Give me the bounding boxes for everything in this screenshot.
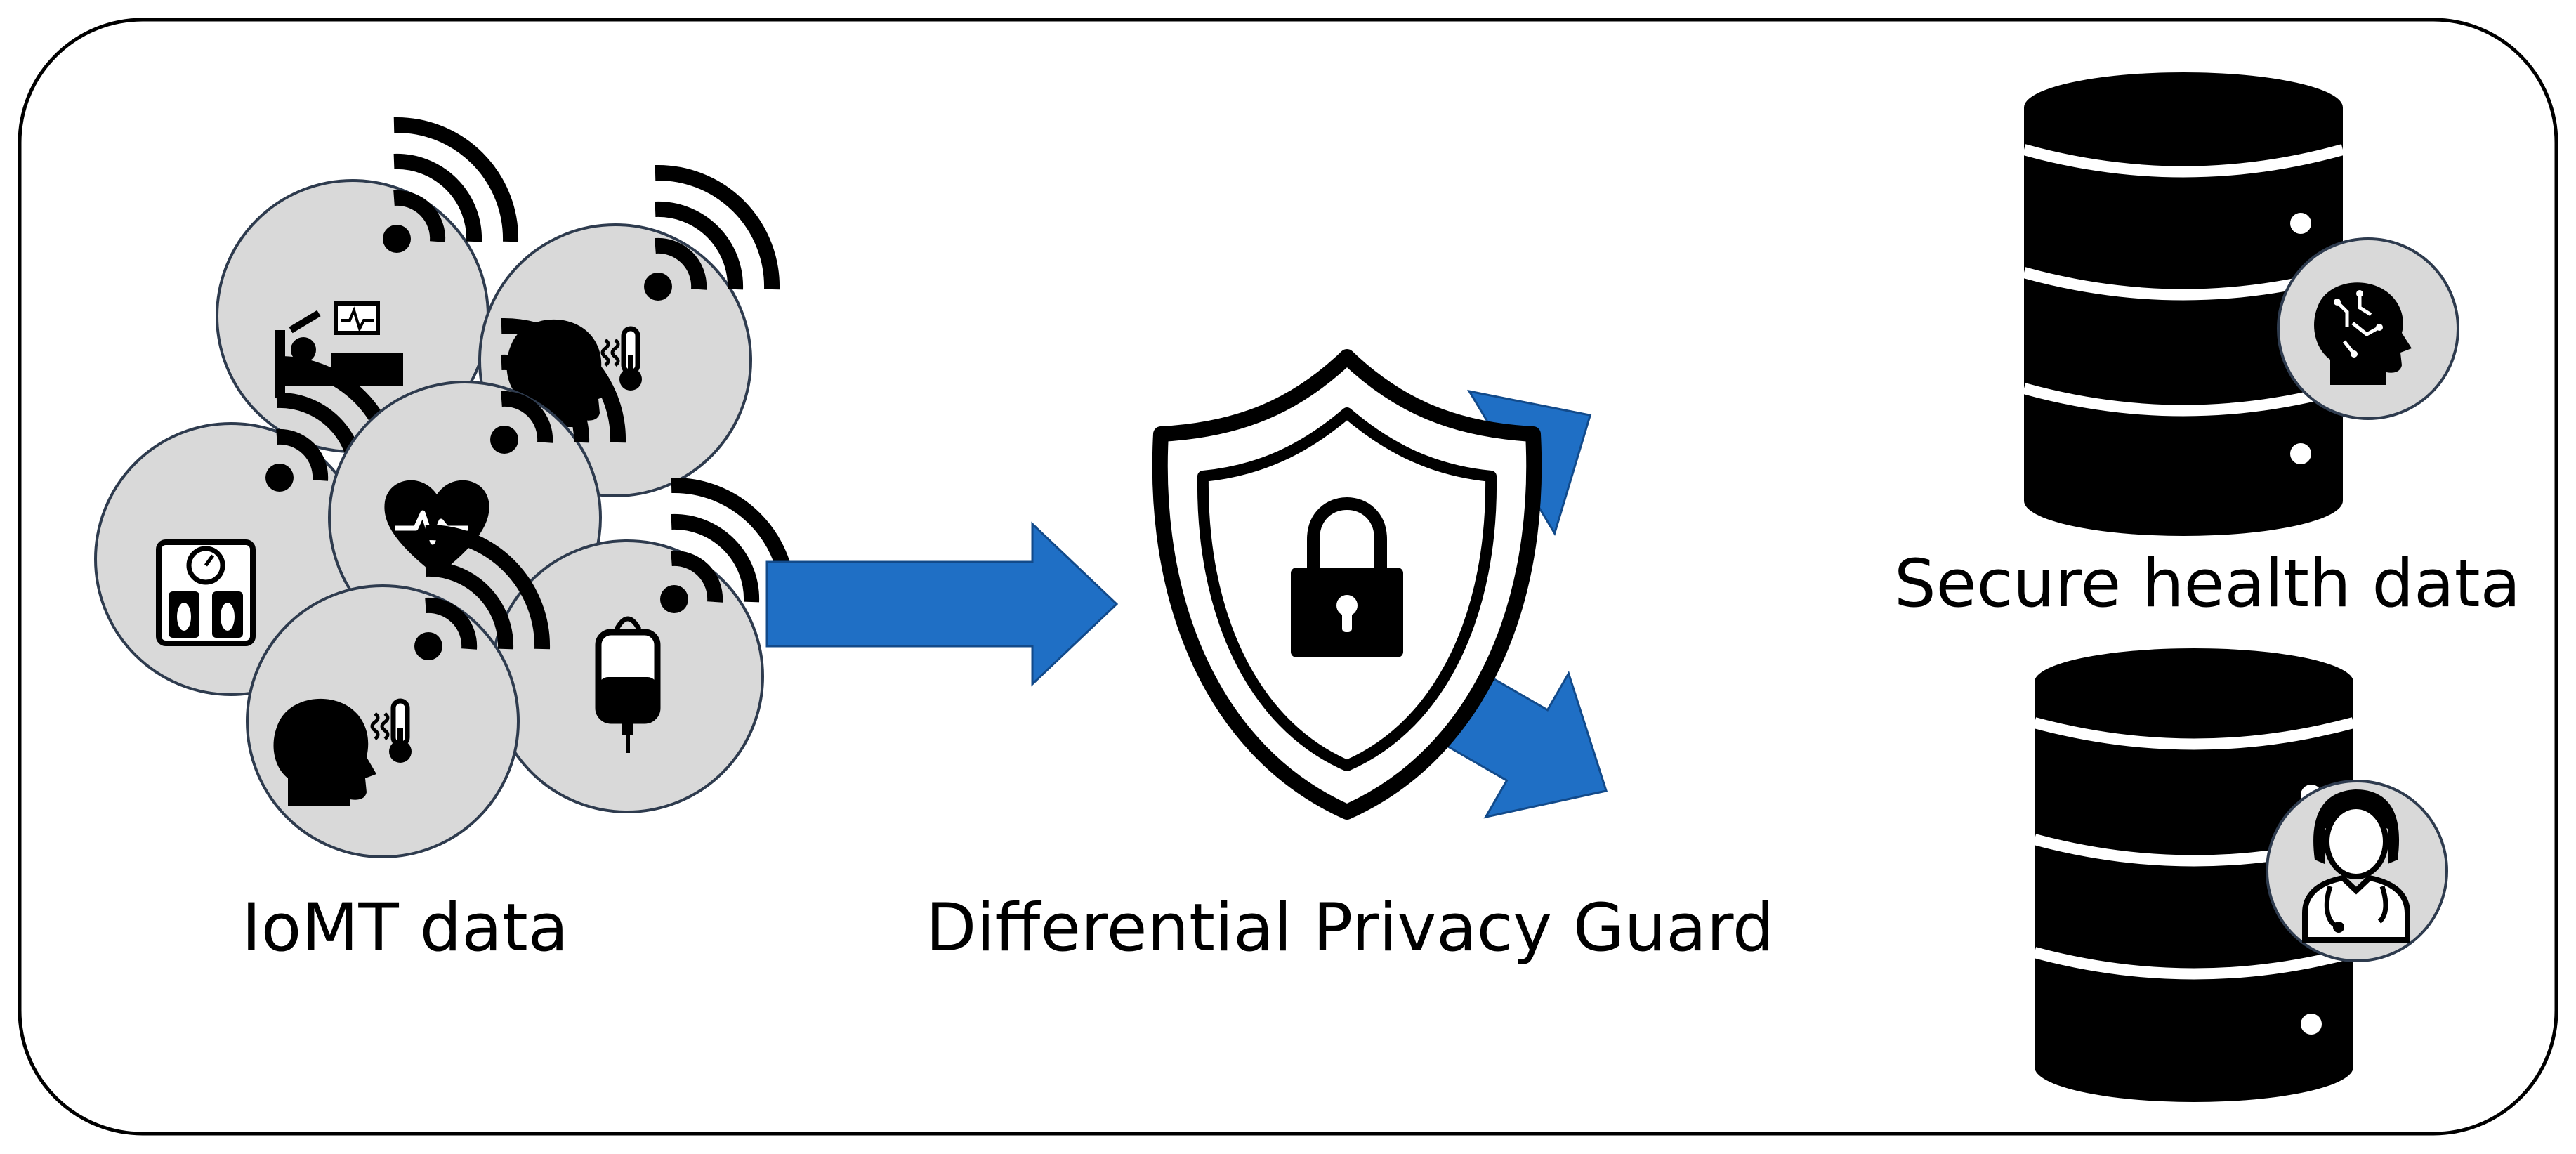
device-fever-bottom [246, 532, 542, 858]
database-bottom [2032, 648, 2448, 1102]
arrow-to-guard [765, 521, 1119, 687]
differential-privacy-guard-label: Differential Privacy Guard [926, 890, 1775, 966]
ai-brain-head-icon [2277, 237, 2459, 420]
device-iv-drip [490, 485, 788, 813]
iomt-device-cluster [94, 125, 788, 858]
database-icon [2032, 648, 2355, 1102]
doctor-icon [2266, 780, 2448, 962]
shield-lock-icon [1152, 349, 1542, 820]
database-top [2022, 72, 2459, 536]
secure-health-data-label: Secure health data [1894, 546, 2521, 622]
iomt-data-label: IoMT data [242, 890, 569, 966]
weight-scale-icon [156, 539, 256, 646]
iv-drip-bag-icon [595, 616, 661, 753]
